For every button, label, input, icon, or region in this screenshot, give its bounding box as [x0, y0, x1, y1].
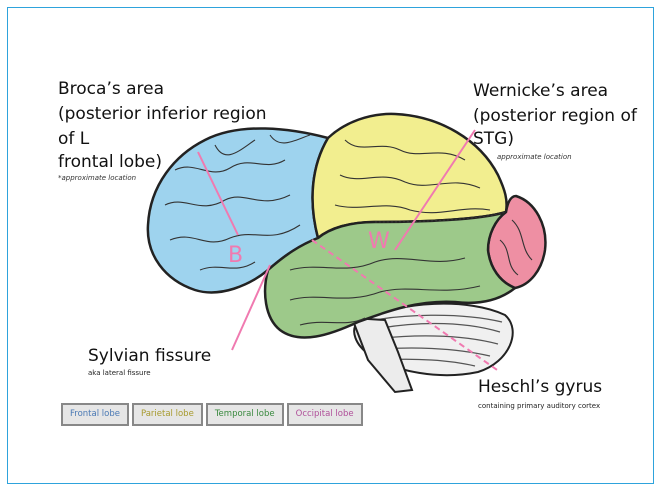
lobe-legend: Frontal lobe Parietal lobe Temporal lobe…: [61, 403, 363, 426]
sylvian-label: Sylvian fissure: [88, 345, 211, 367]
wernicke-note: approximate location: [497, 153, 572, 161]
broca-label-line-2: (posterior inferior region: [58, 103, 267, 125]
sylvian-sublabel: aka lateral fissure: [88, 369, 151, 377]
wernicke-label-line-2: (posterior region of: [473, 105, 637, 127]
marker-w: W: [368, 229, 390, 254]
broca-note: *approximate location: [58, 174, 136, 182]
legend-temporal-lobe: Temporal lobe: [206, 403, 284, 426]
marker-b: B: [228, 243, 243, 268]
wernicke-label-line-3: STG): [473, 128, 514, 150]
heschl-label: Heschl’s gyrus: [478, 376, 602, 398]
wernicke-label-line-1: Wernicke’s area: [473, 80, 608, 102]
broca-label-line-3: of L: [58, 128, 89, 150]
legend-frontal-lobe: Frontal lobe: [61, 403, 129, 426]
broca-label-line-4: frontal lobe): [58, 151, 162, 173]
legend-parietal-lobe: Parietal lobe: [132, 403, 203, 426]
legend-occipital-lobe: Occipital lobe: [287, 403, 363, 426]
heschl-sublabel: containing primary auditory cortex: [478, 402, 600, 410]
broca-label-line-1: Broca’s area: [58, 78, 164, 100]
